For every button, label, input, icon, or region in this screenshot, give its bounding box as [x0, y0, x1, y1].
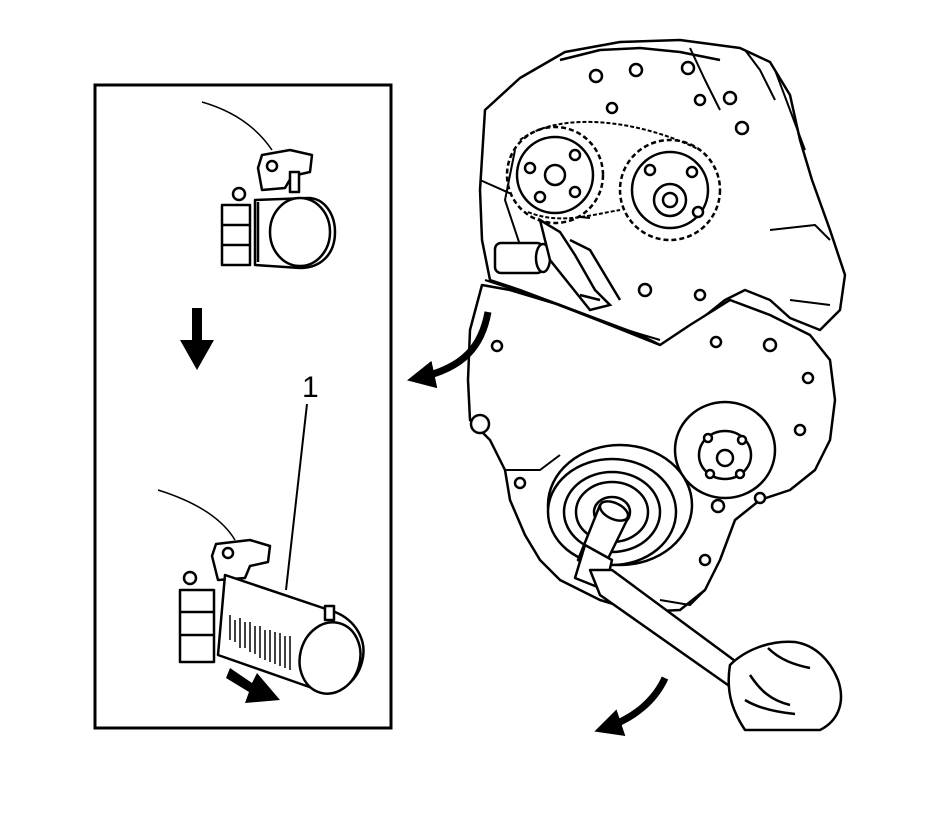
chain-tensioner-on-engine: [493, 217, 622, 312]
hand-icon: [727, 640, 843, 732]
wrench-icon: [573, 500, 752, 692]
detail-pointer-arrow: [407, 311, 492, 389]
tensioner-retracted: [201, 101, 337, 270]
camshaft-sprocket-right: [618, 138, 722, 242]
camshaft-sprocket-left: [505, 125, 605, 225]
water-pump-pulley: [673, 400, 777, 500]
callout-leader-line: [285, 403, 308, 591]
callout-label-tensioner: 1: [302, 371, 319, 404]
rotate-arrow-icon: [594, 676, 669, 736]
arrow-right-icon: [226, 668, 280, 703]
arrow-down-icon: [180, 308, 214, 370]
timing-chain: [503, 120, 701, 261]
tensioner-extended: [157, 489, 365, 695]
